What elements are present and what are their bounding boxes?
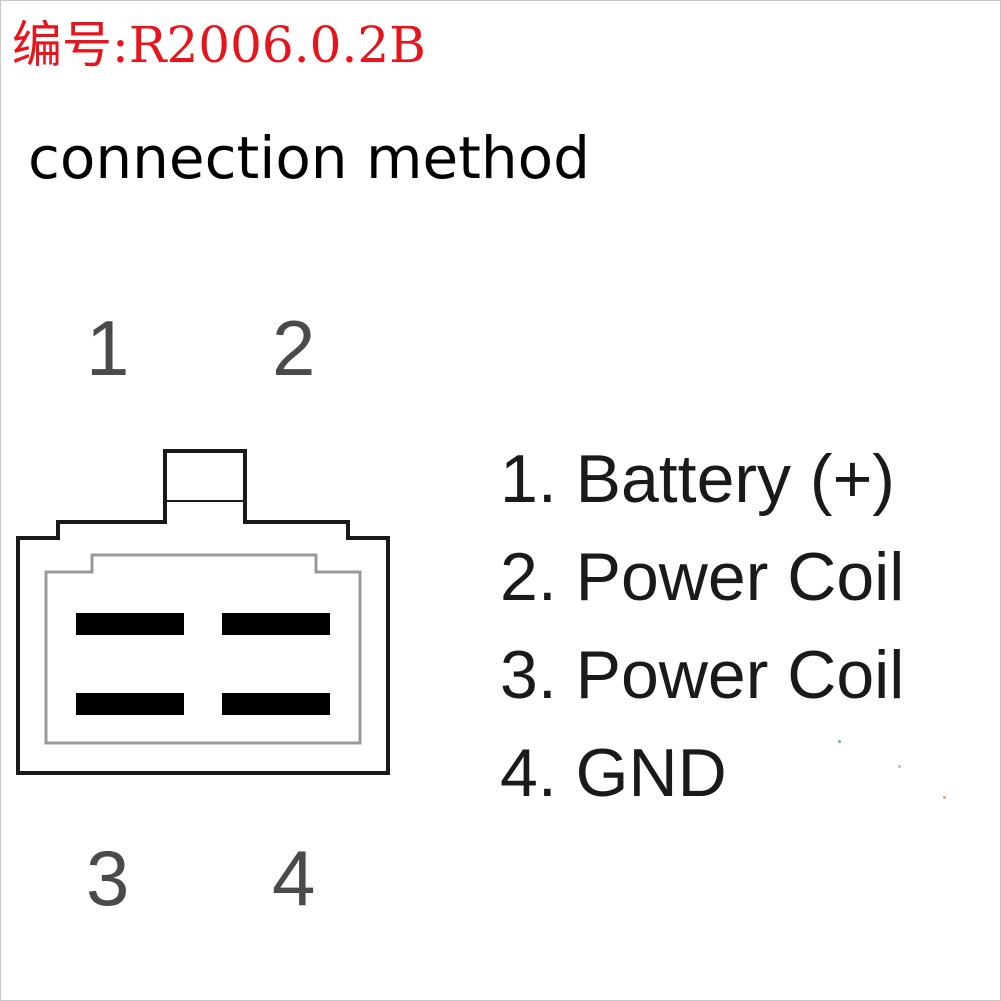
artifact-dot: [943, 796, 946, 799]
part-number-label: 编号:R2006.0.2B: [12, 16, 426, 74]
pin-label-4: 4: [272, 834, 316, 922]
legend-item-1: 1. Battery (+): [500, 441, 895, 517]
legend-item-4: 4. GND: [500, 735, 727, 811]
terminal-4: [222, 693, 330, 715]
legend-item-2: 2. Power Coil: [500, 539, 905, 615]
artifact-dot: [838, 740, 841, 743]
artifact-dot: [898, 765, 901, 768]
terminal-3: [76, 693, 184, 715]
pin-legend: 1. Battery (+) 2. Power Coil 3. Power Co…: [500, 430, 904, 822]
pin-label-3: 3: [86, 834, 130, 922]
legend-item-3: 3. Power Coil: [500, 637, 905, 713]
connector-housing-outline: [16, 449, 390, 775]
connector-cavity-outline: [44, 553, 362, 745]
terminal-2: [222, 613, 330, 635]
pin-label-1: 1: [86, 304, 130, 392]
diagram-heading: connection method: [28, 124, 590, 192]
pin-label-2: 2: [272, 304, 316, 392]
terminal-1: [76, 613, 184, 635]
